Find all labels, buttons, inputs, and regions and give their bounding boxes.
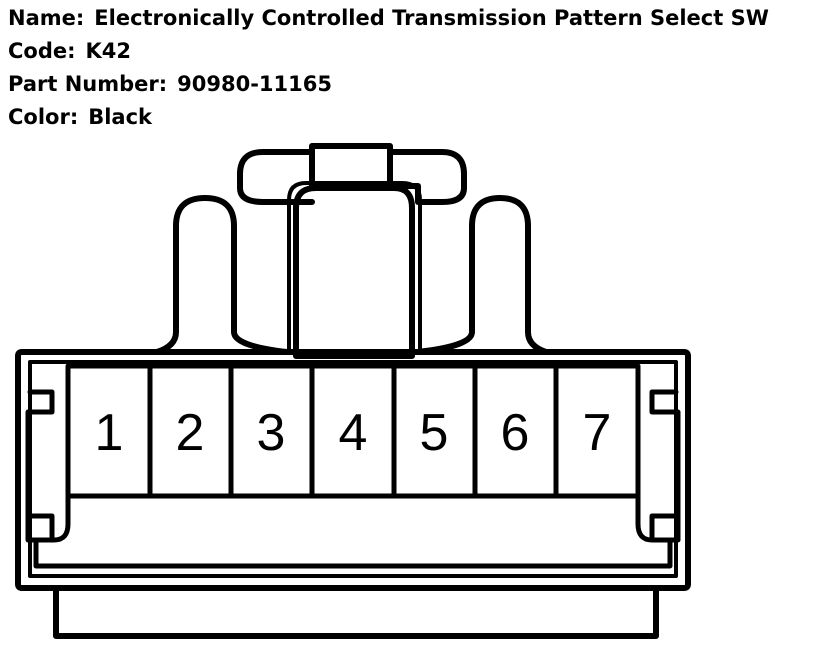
pin-number: 4: [339, 404, 368, 462]
pin-number: 6: [501, 404, 530, 462]
info-code: Code:K42: [8, 39, 132, 63]
housing-step: [33, 493, 673, 569]
pin-number: 5: [420, 404, 449, 462]
pin-number: 2: [176, 404, 205, 462]
info-part-number: Part Number:90980-11165: [8, 72, 332, 96]
pin-number: 1: [95, 404, 124, 462]
center-latch-inner: [287, 181, 422, 354]
pin-number: 7: [583, 404, 612, 462]
pin-labels: 1 2 3 4 5 6 7: [95, 404, 612, 462]
pin-cavity-block: [65, 363, 641, 499]
connector-info: Name:Electronically Controlled Transmiss…: [8, 2, 769, 134]
housing-inner: [28, 360, 678, 578]
left-guide-post: [154, 195, 290, 355]
pin-number: 3: [257, 404, 286, 462]
info-color: Color:Black: [8, 105, 153, 129]
right-guide-post: [415, 195, 549, 355]
connector-base: [53, 585, 659, 639]
housing-outer: [15, 349, 691, 591]
center-latch: [293, 185, 415, 359]
lock-tab: [237, 143, 467, 205]
info-name: Name:Electronically Controlled Transmiss…: [8, 6, 769, 30]
